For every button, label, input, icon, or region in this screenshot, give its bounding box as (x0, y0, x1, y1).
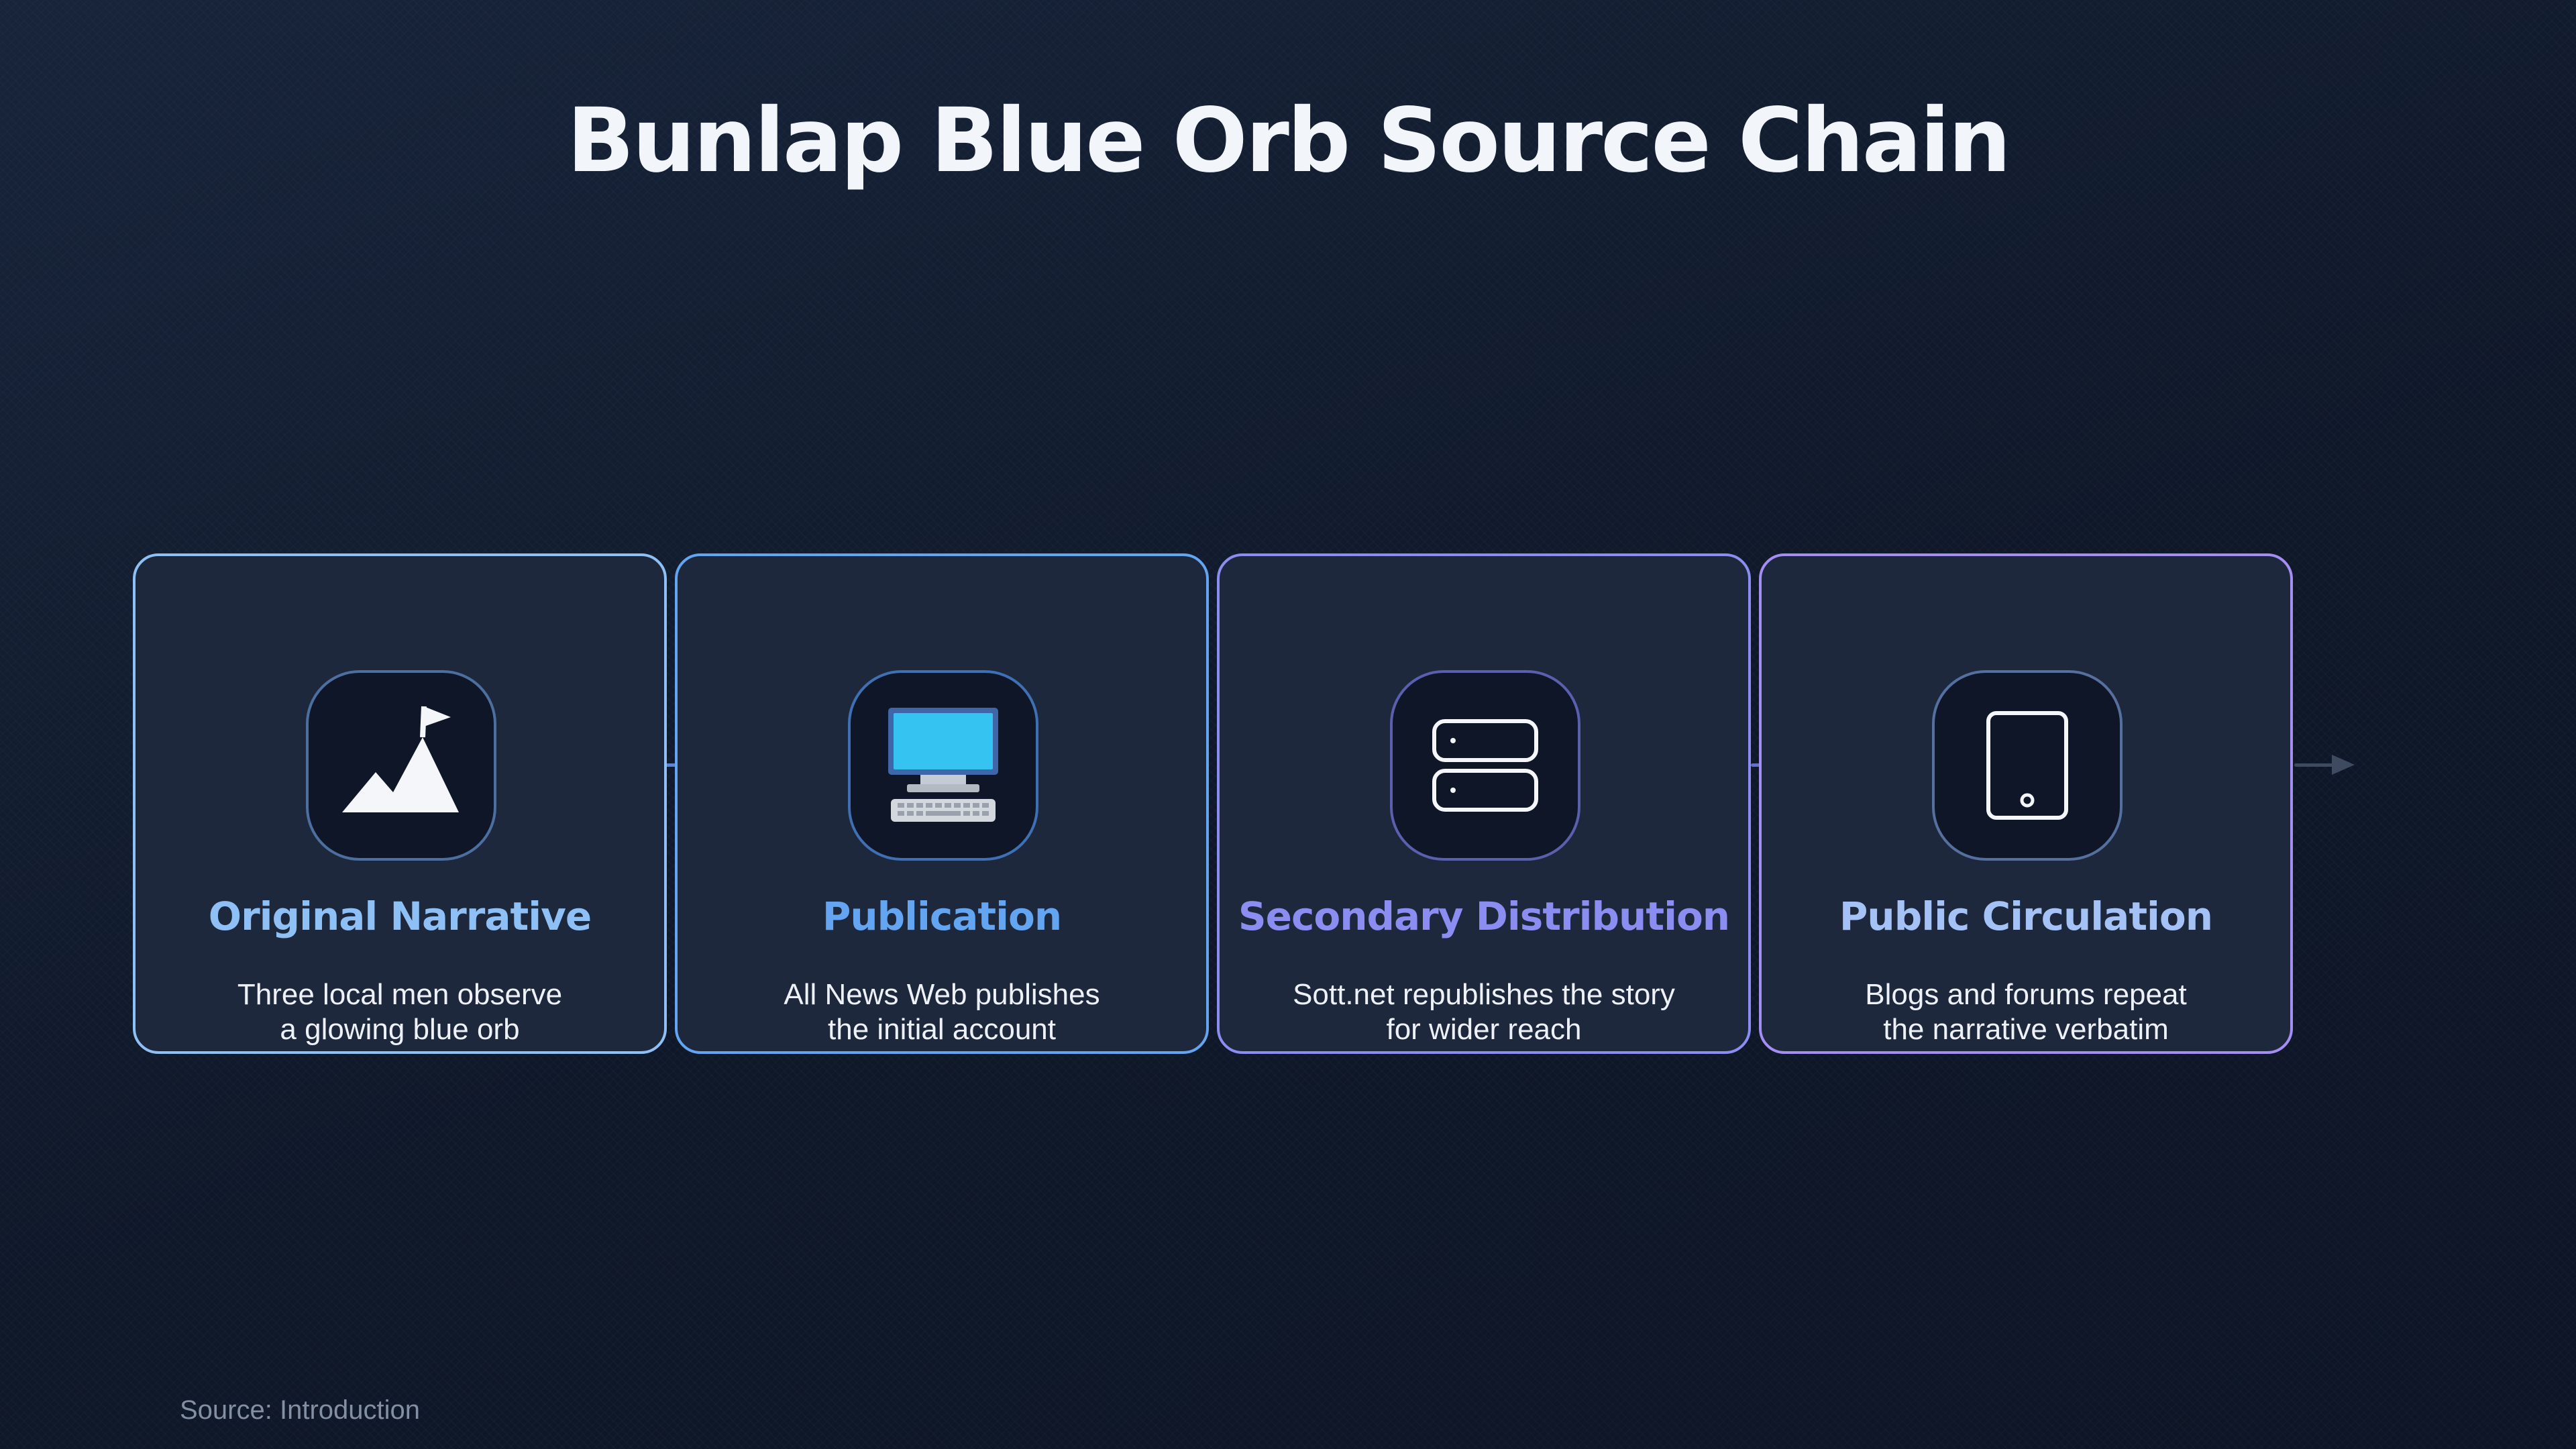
step-description-line: a glowing blue orb (280, 1013, 520, 1046)
desktop-computer-icon (888, 708, 998, 822)
step-title: Publication (822, 894, 1062, 939)
server-icon (1432, 719, 1538, 812)
step-description-line: All News Web publishes (784, 978, 1100, 1011)
step-description-line: Sott.net republishes the story (1293, 978, 1675, 1011)
step-description: Three local men observe a glowing blue o… (162, 977, 637, 1047)
mountain-flag-icon (342, 706, 459, 812)
step-description-line: Blogs and forums repeat (1865, 978, 2187, 1011)
icon-container (306, 670, 496, 861)
icon-container (848, 670, 1038, 861)
slide-title: Bunlap Blue Orb Source Chain (566, 89, 2011, 193)
step-title: Original Narrative (208, 894, 592, 939)
source-note: Source: Introduction (180, 1395, 420, 1425)
step-card-publication: Publication All News Web publishes the i… (675, 553, 1209, 1054)
step-title: Secondary Distribution (1238, 894, 1730, 939)
step-description: All News Web publishes the initial accou… (704, 977, 1179, 1047)
step-description-line: Three local men observe (237, 978, 563, 1011)
flow-arrow-end (2294, 755, 2355, 775)
step-card-original-narrative: Original Narrative Three local men obser… (133, 553, 667, 1054)
step-description-line: the narrative verbatim (1883, 1013, 2169, 1046)
step-title: Public Circulation (1839, 894, 2213, 939)
step-description-line: for wider reach (1386, 1013, 1582, 1046)
step-card-public-circulation: Public Circulation Blogs and forums repe… (1759, 553, 2293, 1054)
tablet-icon (1986, 711, 2068, 820)
connector-line (1751, 763, 1764, 767)
step-card-secondary-distribution: Secondary Distribution Sott.net republis… (1217, 553, 1751, 1054)
connector-line (664, 763, 678, 767)
icon-container (1932, 670, 2123, 861)
step-description: Sott.net republishes the story for wider… (1246, 977, 1721, 1047)
step-description: Blogs and forums repeat the narrative ve… (1788, 977, 2263, 1047)
step-description-line: the initial account (828, 1013, 1056, 1046)
icon-container (1390, 670, 1580, 861)
